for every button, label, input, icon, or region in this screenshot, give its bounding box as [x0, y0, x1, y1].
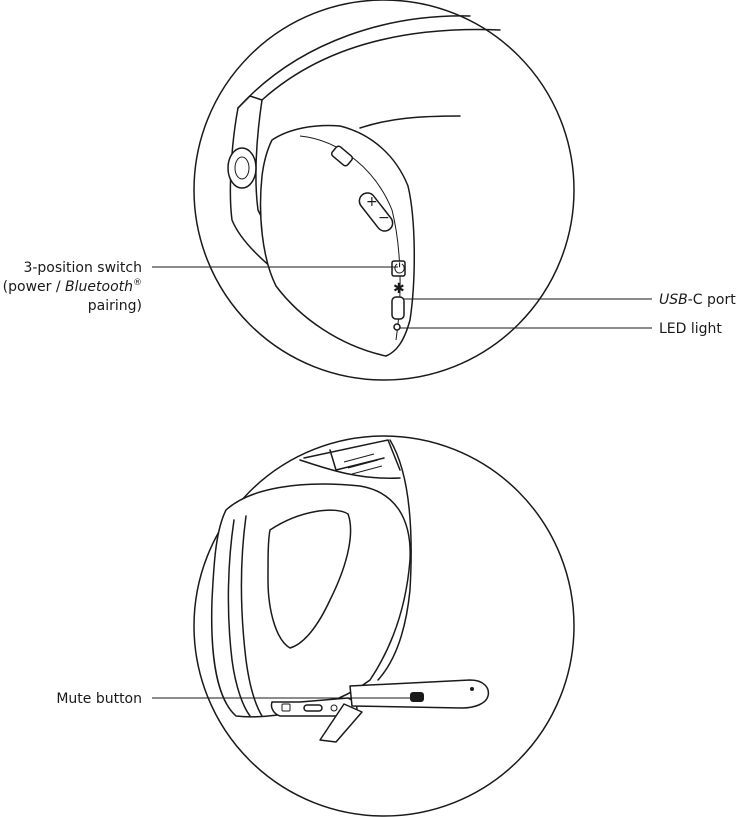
headband-outer — [237, 15, 471, 109]
hinge-knob — [227, 147, 257, 189]
usb-c-port — [391, 296, 405, 320]
led-light — [393, 323, 401, 331]
volume-down-icon: − — [378, 210, 390, 226]
switch-label-line3: pairing) — [88, 298, 142, 314]
led-label: LED light — [659, 321, 722, 337]
mute-button — [410, 692, 424, 702]
volume-up-icon: + — [366, 194, 378, 210]
bluetooth-icon: ✱ — [393, 281, 405, 297]
usb-c-label: USB-C port — [659, 292, 736, 308]
headband-inner — [261, 28, 501, 101]
mute-label: Mute button — [56, 691, 142, 707]
ear-opening — [267, 509, 352, 649]
top-button — [330, 145, 354, 167]
switch-label-line1: 3-position switch — [23, 260, 142, 276]
switch-label-line2: (power / Bluetooth® — [3, 278, 142, 295]
power-icon: ⏻ — [394, 261, 405, 277]
ear-cup — [259, 124, 415, 357]
side-view-detail: + − ⏻ ✱ — [152, 0, 652, 381]
volume-rocker — [358, 192, 394, 232]
bottom-view-detail — [152, 435, 575, 817]
power-switch — [391, 260, 406, 277]
